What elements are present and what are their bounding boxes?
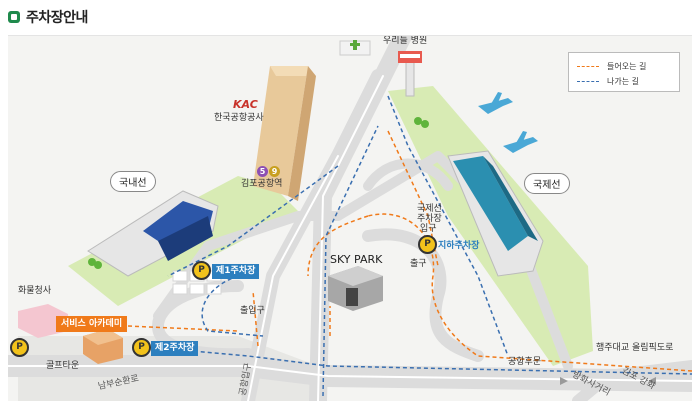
legend-in-arrow: [577, 66, 599, 67]
airplanes: [478, 92, 538, 153]
golf-town-label: 골프타운: [46, 361, 80, 371]
section-icon: [8, 11, 20, 23]
subway-line-5-icon: 5: [257, 166, 268, 177]
parking-2-label[interactable]: 제2주차장: [151, 341, 199, 356]
control-tower: [398, 51, 422, 97]
trees: [88, 117, 429, 269]
cargo-label: 화물청사: [18, 286, 52, 296]
airport-rear-gate-label: 공항후문: [508, 357, 542, 367]
entrance-exit-label: 출입구: [240, 306, 265, 316]
parking-icon-1: P: [192, 261, 211, 280]
academy-building: [83, 329, 123, 364]
intl-parking-entrance-label-3: 입구: [420, 224, 437, 234]
kac-logo: KAC: [233, 98, 258, 111]
legend-in-row: 들어오는 길: [577, 61, 646, 72]
legend-out-label: 나가는 길: [607, 77, 639, 86]
exit-label: 출구: [410, 259, 427, 269]
parking-icon-2: P: [132, 338, 151, 357]
sky-park-building: [328, 266, 383, 311]
legend-in-label: 들어오는 길: [607, 62, 647, 71]
parking-map: 들어오는 길 나가는 길 우리들 병원 KAC 한국공항공사 국내선 국제선 5…: [8, 35, 692, 401]
hospital-building: [339, 40, 371, 56]
parking-1-label[interactable]: 제1주차장: [212, 264, 260, 279]
intl-parking-entrance-label-2: 주차장: [417, 214, 442, 224]
road-arrows: [560, 377, 656, 385]
outgoing-routes: [137, 95, 692, 397]
legend-out-row: 나가는 길: [577, 76, 639, 87]
legend-out-arrow: [577, 81, 599, 82]
map-canvas: [8, 36, 692, 401]
subway-line-9-icon: 9: [269, 166, 280, 177]
domestic-label: 국내선: [110, 171, 156, 192]
haengju-road-label: 행주대교 올림픽도로: [596, 343, 674, 353]
international-terminal: [447, 150, 544, 277]
service-academy-label: 서비스 아카데미: [56, 316, 128, 332]
kac-name-label: 한국공항공사: [214, 113, 264, 123]
parking-icon-underground: P: [418, 235, 437, 254]
parking-icon-cargo: P: [10, 338, 29, 357]
page-title: 주차장안내: [26, 10, 88, 26]
intl-parking-entrance-label-1: 국제선: [417, 204, 442, 214]
domestic-terminal: [87, 190, 219, 277]
station-label: 김포공항역: [241, 179, 283, 189]
international-label: 국제선: [524, 173, 570, 194]
cargo-building: [18, 304, 68, 338]
map-legend: 들어오는 길 나가는 길: [568, 52, 680, 92]
underground-parking-label[interactable]: 지하주차장: [438, 241, 480, 251]
sky-park-label: SKY PARK: [330, 253, 383, 266]
kac-building: [253, 66, 316, 201]
page-header: 주차장안내: [8, 6, 88, 28]
hospital-label: 우리들 병원: [383, 36, 428, 46]
